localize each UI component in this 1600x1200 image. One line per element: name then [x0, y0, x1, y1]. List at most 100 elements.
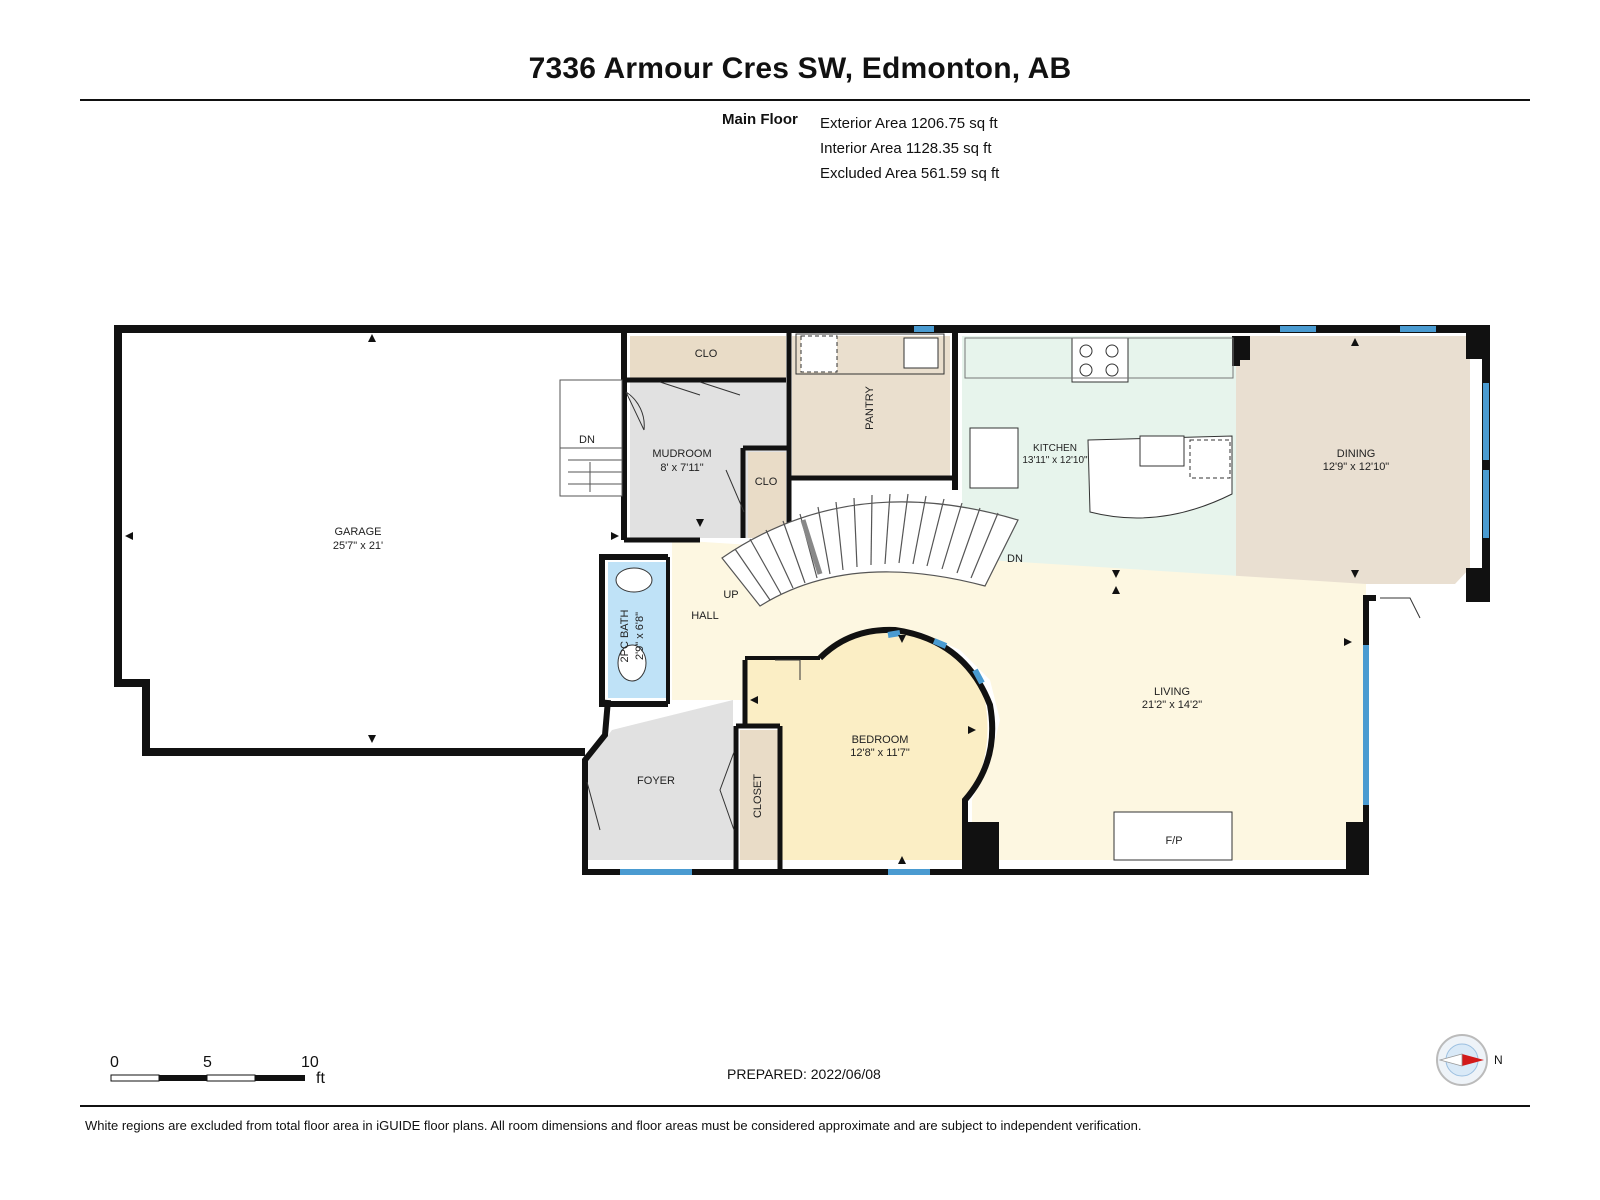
mudroom-label: MUDROOM [652, 448, 711, 460]
pillar [1466, 568, 1486, 598]
scale-tick-5: 5 [203, 1054, 212, 1071]
dim-mark [125, 532, 133, 540]
stair-tread [765, 529, 794, 589]
scale-tick-0: 0 [110, 1054, 119, 1071]
stairs-down-right: DN [1007, 553, 1023, 565]
bedroom-label: BEDROOM [852, 734, 909, 746]
stair-tread [853, 497, 858, 568]
dim-mark [1112, 586, 1120, 594]
bath-label: 2PC BATH [619, 609, 631, 662]
windows [620, 326, 1489, 875]
burner [1079, 344, 1093, 358]
hall-living-floor [672, 540, 1366, 860]
dining-label: DINING [1337, 448, 1376, 460]
clo-small-label: CLO [755, 476, 778, 488]
living-label: LIVING [1154, 686, 1190, 698]
wall-bath [599, 554, 668, 707]
bedroom-floor [745, 629, 988, 860]
stove [1071, 337, 1129, 383]
stair-tread [956, 507, 981, 574]
dim-mark [750, 696, 758, 704]
dim-mark [1351, 338, 1359, 346]
scale-seg-white [110, 1074, 160, 1082]
scale-unit: ft [316, 1070, 325, 1087]
interior-area: Interior Area 1128.35 sq ft [820, 140, 992, 157]
burner [1105, 344, 1119, 358]
stair-divider [800, 519, 823, 575]
floor-label: Main Floor [722, 111, 798, 128]
garage-label: GARAGE [334, 526, 381, 538]
excluded-area: Excluded Area 561.59 sq ft [820, 165, 1000, 182]
dim-mark [611, 532, 619, 540]
burner [1105, 363, 1119, 377]
scale-bar: 0 5 10 ft [110, 1054, 325, 1087]
dim-mark [368, 334, 376, 342]
dim-mark [968, 726, 976, 734]
stair-outer [721, 501, 1019, 607]
stair-tread [912, 495, 927, 565]
door-swing [1380, 597, 1421, 619]
stair-tread [782, 520, 806, 584]
plan-title: 7336 Armour Cres SW, Edmonton, AB [528, 52, 1072, 85]
compass-needle-north [1462, 1054, 1484, 1066]
clo-small-floor [748, 452, 786, 538]
curved-staircase [721, 493, 1019, 607]
burner [1079, 363, 1093, 377]
stairs-down-left: DN [579, 434, 595, 446]
dim-mark [696, 519, 704, 527]
door-swing [659, 381, 741, 396]
area-summary: Exterior Area 1206.75 sq ft Interior Are… [820, 111, 999, 186]
pillar [965, 822, 999, 872]
compass-icon: N [1436, 1034, 1503, 1086]
pantry-label: PANTRY [864, 386, 876, 430]
door-swing [586, 781, 601, 831]
stair-tread [870, 494, 873, 566]
kitchen-label: KITCHEN [1033, 443, 1077, 454]
pillar [1236, 336, 1250, 360]
dining-floor [1236, 336, 1470, 584]
fireplace-label: F/P [1165, 835, 1182, 847]
dim-mark [898, 635, 906, 643]
bath-sink [615, 567, 653, 593]
bottom-rule [80, 1105, 1530, 1107]
island-sink [1139, 435, 1185, 467]
garage-wall [114, 325, 618, 756]
toilet [617, 644, 647, 682]
pillars [965, 329, 1486, 872]
dishwasher [1189, 439, 1231, 479]
top-rule [80, 99, 1530, 101]
dim-mark [898, 856, 906, 864]
dining-dims: 12'9" x 12'10" [1323, 461, 1390, 473]
stair-tread [749, 538, 782, 595]
garage-dims: 25'7" x 21' [333, 540, 383, 552]
garage-stairs [559, 379, 623, 497]
door-swing [725, 469, 745, 513]
mudroom-dims: 8' x 7'11" [660, 462, 703, 474]
doors [586, 381, 1421, 831]
dim-mark [1344, 638, 1352, 646]
fixtures [615, 333, 1234, 861]
clo-top-floor [630, 336, 786, 380]
hall-label: HALL [691, 610, 719, 622]
room-labels: GARAGE 25'7" x 21' CLO MUDROOM 8' x 7'11… [333, 348, 1389, 847]
compass-north-label: N [1494, 1053, 1503, 1067]
stair-tread [734, 548, 771, 601]
wall-bedroom-curve [817, 626, 996, 872]
window [887, 630, 901, 638]
stairs-up: UP [723, 589, 738, 601]
foyer-label: FOYER [637, 775, 675, 787]
pantry-sink [903, 337, 939, 369]
wine-fridge [800, 335, 838, 373]
stair-treads [734, 493, 999, 601]
bath-dims: 2'9" x 6'8" [634, 612, 646, 660]
stair-tread [970, 512, 999, 579]
prepared-date: PREPARED: 2022/06/08 [727, 1066, 881, 1082]
outer-wall-right-living [582, 595, 1376, 875]
stair-tread [835, 501, 844, 571]
clo-top-label: CLO [695, 348, 718, 360]
dimension-marks [125, 334, 1359, 864]
disclaimer: White regions are excluded from total fl… [85, 1118, 1142, 1133]
scale-seg-white [206, 1074, 256, 1082]
compass-needle-south [1438, 1053, 1463, 1067]
